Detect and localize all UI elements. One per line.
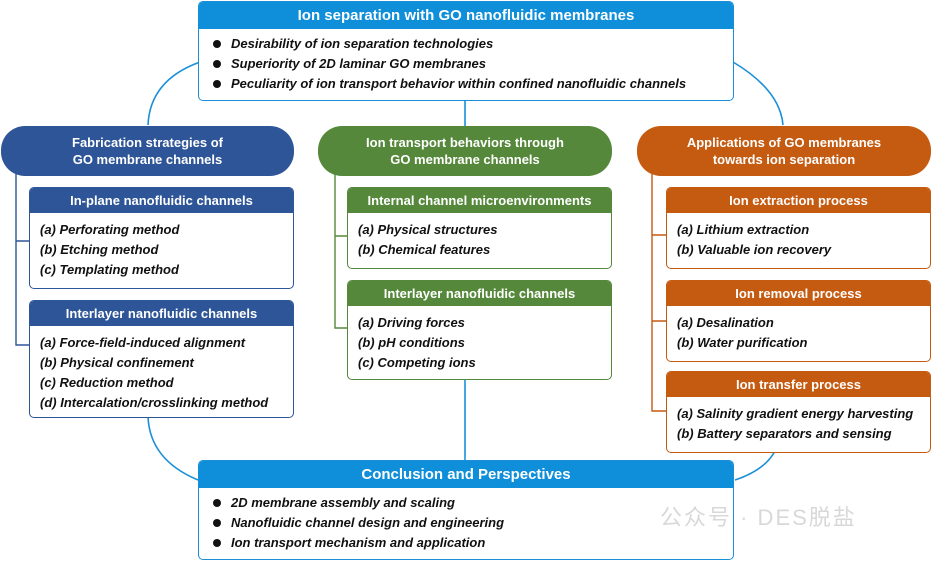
extraction-item: (a) Lithium extraction — [677, 222, 810, 237]
connector-bottom-right — [734, 450, 776, 481]
conclusion-list: 2D membrane assembly and scaling Nanoflu… — [199, 488, 733, 553]
intro-title: Ion separation with GO nanofluidic membr… — [199, 2, 733, 29]
interlayer-fabrication-title: Interlayer nanofluidic channels — [30, 301, 293, 326]
intro-bullet: Peculiarity of ion transport behavior wi… — [199, 74, 733, 94]
inplane-channels-title: In-plane nanofluidic channels — [30, 188, 293, 213]
applications-heading-line2: towards ion separation — [712, 152, 856, 167]
interlayer-transport-title: Interlayer nanofluidic channels — [348, 281, 611, 306]
fabrication-heading-line2: GO membrane channels — [72, 152, 223, 167]
transfer-item: (a) Salinity gradient energy harvesting — [677, 406, 914, 421]
microenvironments-item: (a) Physical structures — [358, 222, 498, 237]
interlayer-transport-item: (b) pH conditions — [358, 335, 465, 350]
transfer-title: Ion transfer process — [667, 372, 930, 397]
transport-heading: Ion transport behaviors through GO membr… — [318, 126, 612, 176]
fabrication-heading-line1: Fabrication strategies of — [72, 135, 223, 150]
intro-list: Desirability of ion separation technolog… — [199, 29, 733, 94]
transfer-item: (b) Battery separators and sensing — [677, 426, 892, 441]
intro-bullet: Desirability of ion separation technolog… — [199, 34, 733, 54]
transport-heading-line1: Ion transport behaviors through — [366, 135, 564, 150]
interlayer-transport-box: Interlayer nanofluidic channels (a) Driv… — [347, 280, 612, 380]
interlayer-transport-item: (a) Driving forces — [358, 315, 465, 330]
interlayer-fabrication-item: (c) Reduction method — [40, 375, 174, 390]
extraction-title: Ion extraction process — [667, 188, 930, 213]
connector-bottom-left — [147, 416, 199, 481]
tree-applications — [651, 173, 666, 412]
inplane-item: (b) Etching method — [40, 242, 159, 257]
extraction-item: (b) Valuable ion recovery — [677, 242, 832, 257]
conclusion-bullet: Nanofluidic channel design and engineeri… — [199, 513, 733, 533]
conclusion-bullet: 2D membrane assembly and scaling — [199, 493, 733, 513]
intro-box: Ion separation with GO nanofluidic membr… — [198, 1, 734, 101]
interlayer-transport-item: (c) Competing ions — [358, 355, 476, 370]
applications-heading: Applications of GO membranes towards ion… — [637, 126, 931, 176]
transport-heading-line2: GO membrane channels — [390, 152, 540, 167]
inplane-channels-box: In-plane nanofluidic channels (a) Perfor… — [29, 187, 294, 289]
interlayer-fabrication-item: (a) Force-field-induced alignment — [40, 335, 246, 350]
connector-top-right — [732, 61, 784, 126]
tree-transport — [334, 173, 347, 329]
tree-fabrication — [15, 173, 29, 346]
removal-title: Ion removal process — [667, 281, 930, 306]
microenvironments-title: Internal channel microenvironments — [348, 188, 611, 213]
removal-item: (a) Desalination — [677, 315, 774, 330]
microenvironments-box: Internal channel microenvironments (a) P… — [347, 187, 612, 269]
inplane-item: (c) Templating method — [40, 262, 179, 277]
microenvironments-item: (b) Chemical features — [358, 242, 491, 257]
conclusion-bullet: Ion transport mechanism and application — [199, 533, 733, 553]
removal-item: (b) Water purification — [677, 335, 808, 350]
applications-heading-line1: Applications of GO membranes — [686, 135, 882, 150]
removal-box: Ion removal process (a) Desalination (b)… — [666, 280, 931, 362]
interlayer-fabrication-box: Interlayer nanofluidic channels (a) Forc… — [29, 300, 294, 418]
extraction-box: Ion extraction process (a) Lithium extra… — [666, 187, 931, 269]
conclusion-title: Conclusion and Perspectives — [199, 461, 733, 488]
conclusion-box: Conclusion and Perspectives 2D membrane … — [198, 460, 734, 560]
interlayer-fabrication-item: (b) Physical confinement — [40, 355, 194, 370]
transfer-box: Ion transfer process (a) Salinity gradie… — [666, 371, 931, 453]
fabrication-heading: Fabrication strategies of GO membrane ch… — [1, 126, 294, 176]
inplane-item: (a) Perforating method — [40, 222, 180, 237]
interlayer-fabrication-item: (d) Intercalation/crosslinking method — [40, 395, 269, 410]
intro-bullet: Superiority of 2D laminar GO membranes — [199, 54, 733, 74]
connector-top-left — [147, 61, 201, 126]
watermark: 公众号 · DES脱盐 — [660, 505, 857, 530]
